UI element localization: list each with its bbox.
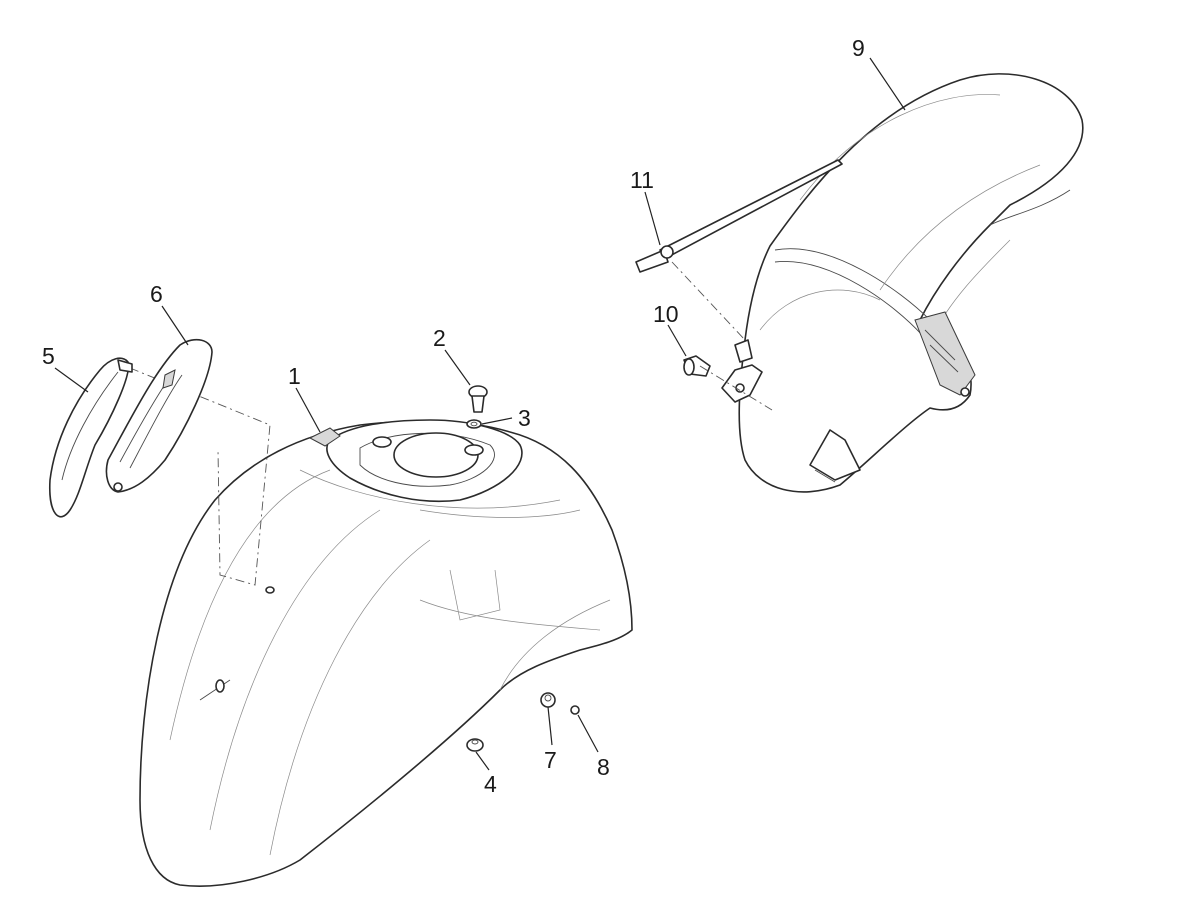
callout-4: 4 <box>484 771 497 797</box>
assembly-line-front <box>129 367 271 586</box>
callout-labels: 1 2 3 4 5 6 7 8 9 10 11 <box>42 35 865 797</box>
spacer-7 <box>540 692 556 708</box>
washer-3 <box>466 419 482 429</box>
nut-4 <box>466 738 484 752</box>
screw-2 <box>468 385 488 413</box>
reflector-holder-6 <box>105 338 213 493</box>
callout-2: 2 <box>433 325 446 351</box>
rear-mudguard <box>721 73 1084 493</box>
callout-9: 9 <box>852 35 865 61</box>
screw-10 <box>683 355 711 377</box>
front-mudguard <box>139 419 633 887</box>
callout-8: 8 <box>597 754 610 780</box>
screw-8 <box>570 705 580 715</box>
reflector-5 <box>49 357 133 518</box>
callout-1: 1 <box>288 363 301 389</box>
leader-lines <box>54 57 906 771</box>
cable-tie <box>635 159 843 273</box>
callout-7: 7 <box>544 747 557 773</box>
callout-11: 11 <box>630 167 654 193</box>
callout-6: 6 <box>150 281 163 307</box>
callout-10: 10 <box>653 301 679 327</box>
callout-3: 3 <box>518 405 531 431</box>
callout-5: 5 <box>42 343 55 369</box>
assembly-line-rear <box>671 261 773 411</box>
